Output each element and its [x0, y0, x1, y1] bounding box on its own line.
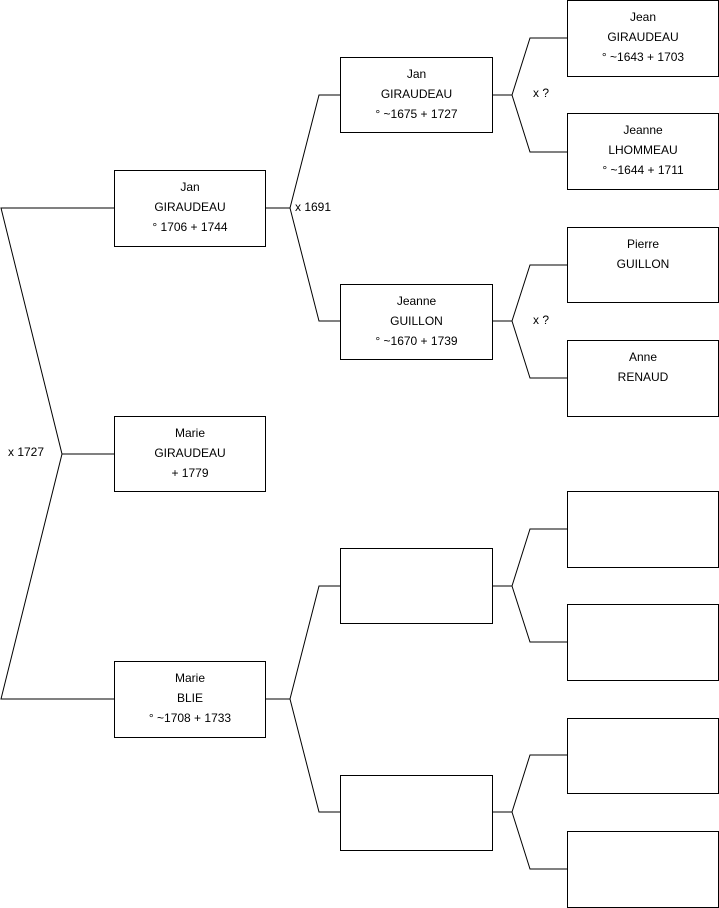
connector-mgm-parents	[492, 754, 567, 870]
first-name: Jeanne	[623, 123, 663, 137]
first-name: Jean	[629, 10, 657, 24]
first-name: Pierre	[626, 237, 659, 251]
marriage-label: x 1727	[8, 445, 45, 459]
first-name: Jan	[180, 180, 200, 194]
first-name: Jeanne	[396, 294, 437, 308]
first-name: Marie	[174, 671, 205, 685]
person-box-marie-blie: Marie BLIE ° ~1708 + 1733	[114, 661, 266, 738]
dates: ° ~1643 + 1703	[601, 50, 685, 64]
connector-gf-parents	[492, 37, 567, 153]
last-name: BLIE	[176, 691, 203, 705]
first-name: Jan	[406, 67, 427, 81]
person-box-jan-giraudeau-1675: Jan GIRAUDEAU ° ~1675 + 1727	[340, 57, 493, 133]
first-name: Anne	[628, 350, 658, 364]
marriage-label: x ?	[533, 86, 550, 100]
person-box-empty	[567, 718, 719, 794]
dates: ° ~1670 + 1739	[375, 334, 458, 348]
connector-mother-parents	[265, 585, 340, 813]
dates: ° ~1675 + 1727	[375, 107, 458, 121]
person-box-empty	[567, 491, 719, 568]
last-name: RENAUD	[617, 370, 669, 384]
person-box-jeanne-guillon: Jeanne GUILLON ° ~1670 + 1739	[340, 284, 493, 360]
person-box-pierre-guillon: Pierre GUILLON	[567, 227, 719, 303]
connector-root	[0, 207, 114, 700]
last-name: GIRAUDEAU	[380, 87, 453, 101]
person-box-empty	[340, 548, 493, 624]
person-box-empty	[340, 775, 493, 851]
person-box-anne-renaud: Anne RENAUD	[567, 340, 719, 417]
first-name: Marie	[174, 426, 205, 440]
person-box-jean-giraudeau-1643: Jean GIRAUDEAU ° ~1643 + 1703	[567, 0, 719, 77]
connector-gm-parents	[492, 264, 567, 379]
last-name: GUILLON	[616, 257, 670, 271]
dates: ° 1706 + 1744	[152, 220, 228, 234]
connector-mgf-parents	[492, 528, 567, 643]
marriage-label: x ?	[533, 313, 550, 327]
connector-father-parents	[265, 94, 340, 322]
last-name: GUILLON	[390, 314, 443, 328]
person-box-empty	[567, 604, 719, 681]
dates: ° ~1708 + 1733	[148, 711, 232, 725]
person-box-empty	[567, 831, 719, 908]
person-box-marie-giraudeau: Marie GIRAUDEAU + 1779	[114, 416, 266, 492]
last-name: LHOMMEAU	[608, 143, 678, 157]
last-name: GIRAUDEAU	[607, 30, 679, 44]
last-name: GIRAUDEAU	[154, 200, 226, 214]
last-name: GIRAUDEAU	[154, 446, 226, 460]
dates: ° ~1644 + 1711	[602, 163, 684, 177]
person-box-jeanne-lhommeau: Jeanne LHOMMEAU ° ~1644 + 1711	[567, 113, 719, 190]
marriage-label: x 1691	[295, 200, 332, 214]
dates: + 1779	[171, 466, 209, 480]
person-box-jan-giraudeau-1706: Jan GIRAUDEAU ° 1706 + 1744	[114, 170, 266, 247]
